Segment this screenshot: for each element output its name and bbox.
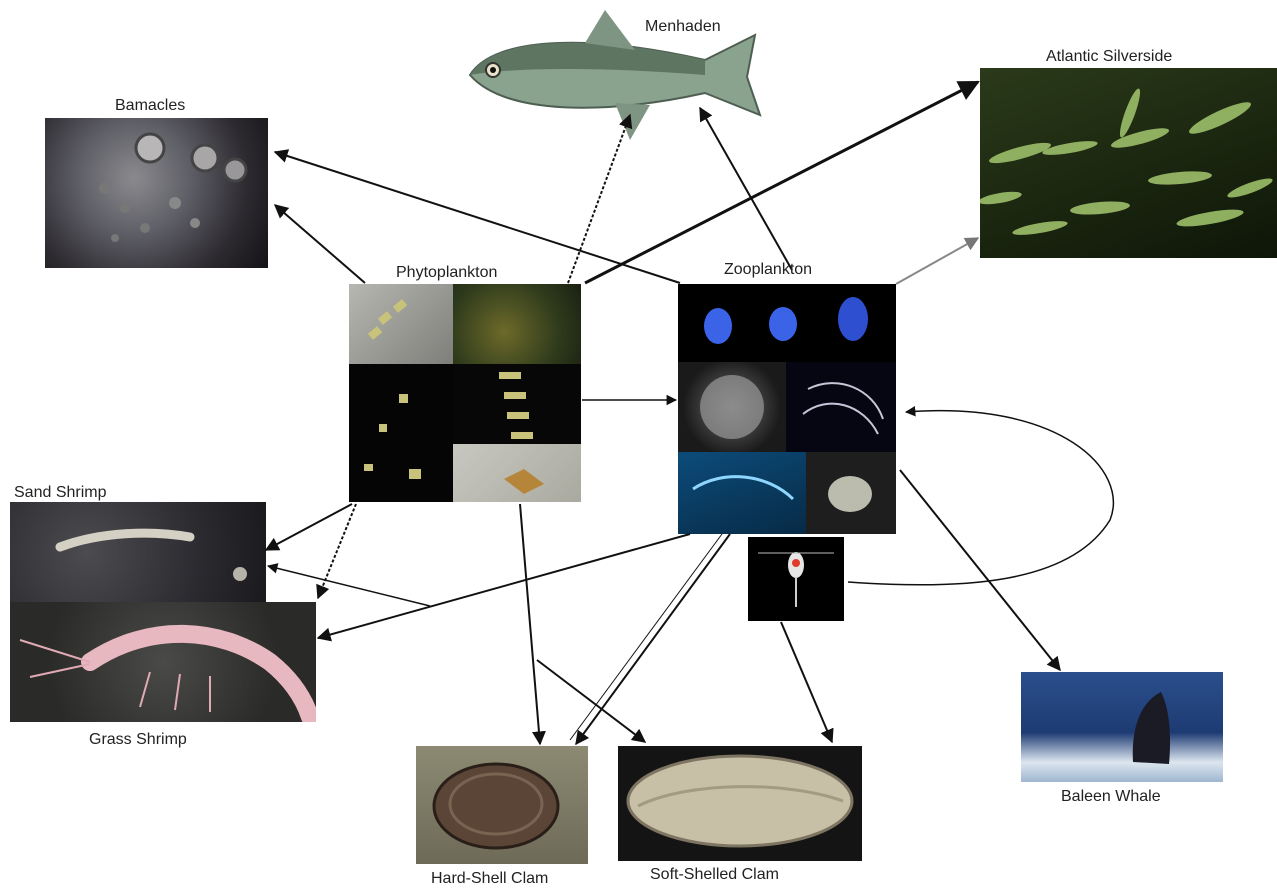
label-barnacles: Bamacles (115, 97, 185, 115)
label-zooplankton: Zooplankton (724, 261, 812, 279)
arrow-zoo-to-soft-clam (781, 622, 832, 742)
arrow-phyto-to-barnacles (275, 205, 365, 283)
label-atlantic-silverside: Atlantic Silverside (1046, 48, 1172, 66)
label-menhaden: Menhaden (645, 18, 721, 36)
arrow-zoo-to-sand-shrimp (268, 566, 430, 606)
arrow-zoo-to-whale (900, 470, 1060, 670)
arrow-zoo-to-silverside (896, 238, 978, 284)
arrow-phyto-to-sand-shrimp (266, 504, 352, 550)
arrow-zoo-loop (848, 411, 1113, 585)
label-hard-shell-clam: Hard-Shell Clam (431, 870, 548, 888)
arrow-phyto-to-hard-clam (520, 504, 540, 744)
label-phytoplankton: Phytoplankton (396, 264, 497, 282)
label-grass-shrimp: Grass Shrimp (89, 731, 187, 749)
label-baleen-whale: Baleen Whale (1061, 788, 1161, 806)
arrow-zoo-to-grass-shrimp (318, 534, 690, 638)
label-soft-shelled-clam: Soft-Shelled Clam (650, 866, 779, 884)
arrow-zoo-to-hard-clam (576, 534, 730, 744)
arrow-zoo-to-menhaden (700, 108, 792, 270)
label-sand-shrimp: Sand Shrimp (14, 484, 107, 502)
arrow-zoo-to-soft-clam-cross (570, 534, 722, 740)
